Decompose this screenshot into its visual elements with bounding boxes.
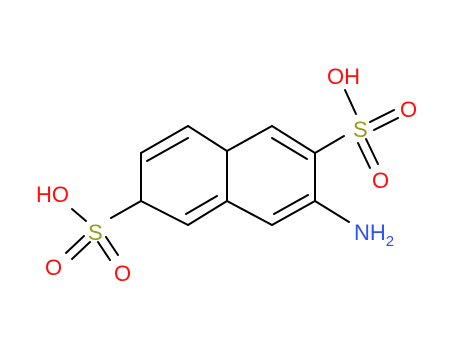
atom-nh2: NH2 (354, 220, 394, 250)
atom-s-left: S (88, 220, 103, 245)
atom-o-left-right: O (114, 261, 131, 286)
sulfonic-acid-left: HO S O O (36, 182, 142, 286)
bond-c7-c9 (271, 200, 316, 226)
nh2-subscript: 2 (386, 233, 394, 250)
atom-oh-left: HO (36, 182, 69, 207)
atom-oh-top: OH (327, 64, 360, 89)
nh-label: NH (354, 220, 386, 245)
bond-c1-c2 (187, 125, 228, 152)
bond-c5-c6 (140, 200, 189, 226)
bond-s-o-right-down-1 (97, 241, 111, 261)
bond-s-o-down-left-1 (65, 235, 85, 254)
bond-c4-c6 (187, 200, 228, 226)
bond-c8-c10 (271, 125, 316, 154)
bond-c7-c9-double (273, 194, 309, 215)
bond-s-o-right-down-2 (105, 236, 119, 256)
atom-s-top: S (353, 117, 368, 142)
bond-s-oh (344, 89, 357, 115)
atom-o-top-down: O (372, 168, 389, 193)
bond-s-o-right-2 (373, 117, 399, 131)
atom-o-left-down: O (45, 255, 62, 280)
bond-c9-n (314, 200, 350, 223)
bond-s-o-right-1 (369, 109, 395, 123)
bond-c4-c7 (226, 200, 273, 226)
bond-c2-c8 (226, 125, 273, 152)
bond-c8-c10-double (271, 137, 308, 160)
bond-c1-c3 (140, 125, 189, 154)
amino-group: NH2 (314, 200, 394, 250)
bond-c5-s (110, 200, 142, 219)
bond-c1-c3-double (146, 137, 189, 162)
bond-s-o-down-left-2 (71, 241, 91, 260)
bond-s-o-down-2 (365, 138, 379, 165)
naphthalene-ring (140, 125, 316, 226)
atom-o-top-right: O (400, 97, 417, 122)
bond-s-oh-left (71, 208, 87, 222)
bond-c4-c6-double (185, 195, 218, 215)
bond-s-o-down-1 (357, 142, 371, 169)
sulfonic-acid-top: OH O S O (314, 64, 417, 193)
bond-c10-s (314, 135, 345, 154)
